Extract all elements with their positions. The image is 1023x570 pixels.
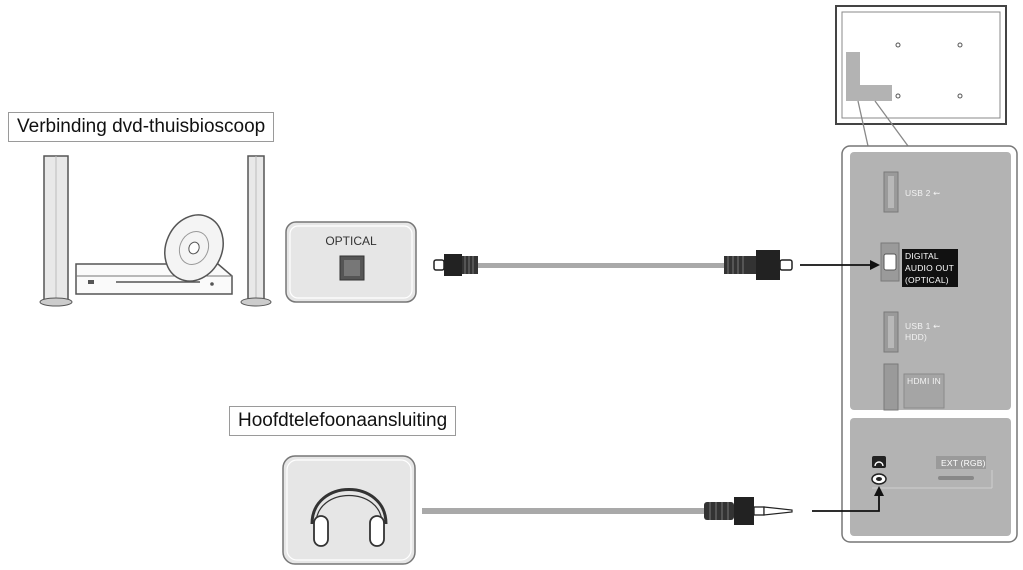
headphone-connection-title: Hoofdtelefoonaansluiting [229, 406, 457, 436]
speaker-icon [39, 155, 272, 307]
digital-audio-label-2: AUDIO OUT [905, 263, 955, 273]
optical-cable [433, 250, 880, 280]
headphones-icon [310, 488, 388, 547]
optical-box [285, 221, 417, 303]
headphones-box [282, 455, 416, 565]
hdmi-port-label: HDMI IN [907, 376, 941, 386]
usb1-port-label-1: USB 1 ⇜ [905, 321, 941, 331]
usb2-port-label: USB 2 ⇜ [905, 188, 941, 198]
headphone-cable [422, 486, 884, 525]
tv-side-panel [841, 145, 1018, 543]
ext-port-label: EXT (RGB) [941, 458, 986, 468]
disc-icon [164, 214, 224, 282]
digital-audio-label-box [902, 249, 958, 287]
digital-audio-label-3: (OPTICAL) [905, 275, 949, 285]
digital-audio-label-1: DIGITAL [905, 251, 939, 261]
dvd-connection-title: Verbinding dvd-thuisbioscoop [8, 112, 275, 142]
optical-port-icon [883, 253, 897, 271]
tv-back-outline [835, 5, 1007, 147]
optical-box-label: OPTICAL [325, 234, 377, 248]
ext-label-box [936, 456, 986, 469]
usb1-port-label-2: HDD) [905, 332, 928, 342]
